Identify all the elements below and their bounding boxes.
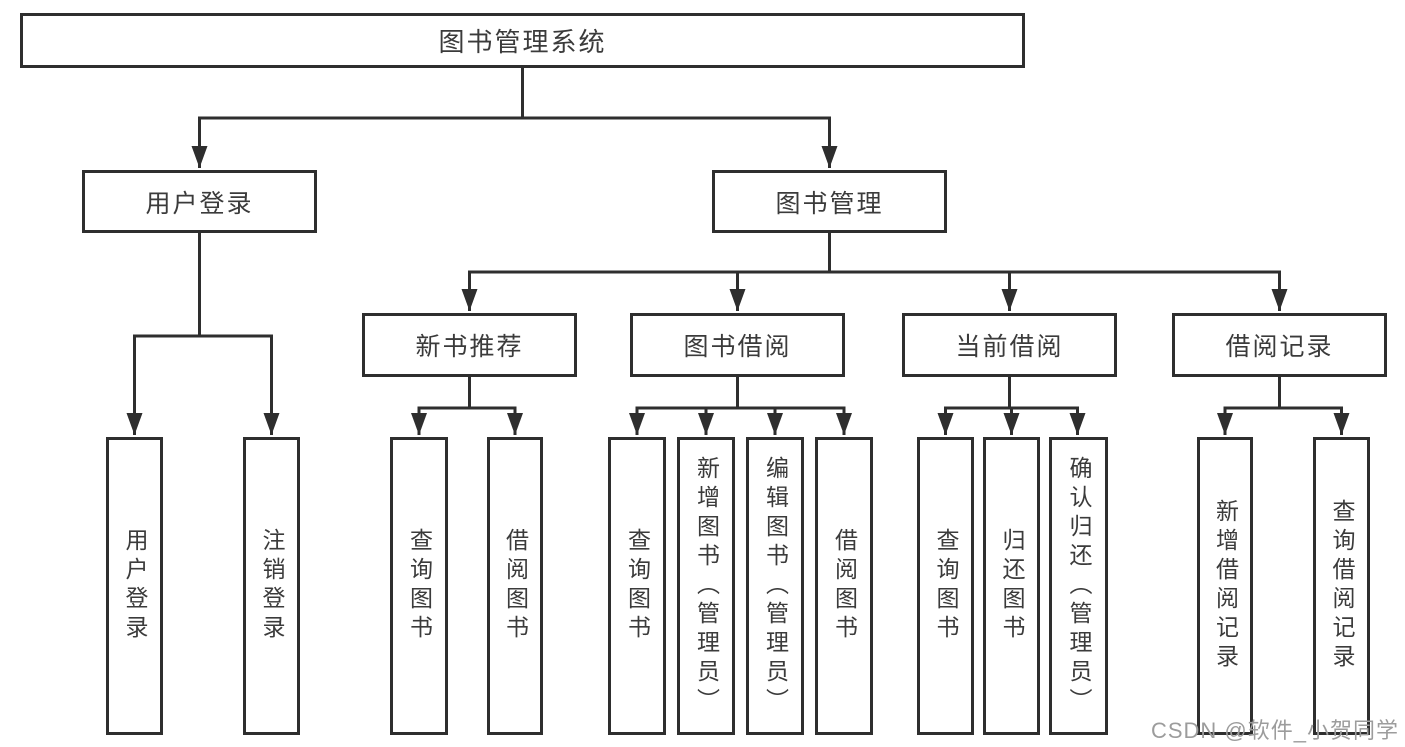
node-label: 查询图书: [624, 528, 651, 644]
node-label: 查询图书: [933, 528, 959, 644]
node-label: 归还图书: [999, 528, 1025, 644]
node-label: 当前借阅: [955, 333, 1064, 361]
leaf-cb-query-book: 查询图书: [917, 437, 974, 735]
node-book-borrow: 图书借阅: [630, 313, 845, 377]
node-label: 用户登录: [122, 528, 148, 644]
leaf-bb-add-book-admin: 新增图书（管理员）: [677, 437, 735, 735]
leaf-nbr-query-book: 查询图书: [390, 437, 448, 735]
node-user-login: 用户登录: [82, 170, 317, 233]
node-label: 图书管理: [775, 189, 884, 218]
node-book-management: 图书管理: [712, 170, 947, 233]
leaf-logout: 注销登录: [243, 437, 300, 735]
node-label: 编辑图书（管理员）: [762, 455, 789, 717]
leaf-bb-edit-book-admin: 编辑图书（管理员）: [746, 437, 804, 735]
node-label: 新书推荐: [415, 333, 524, 361]
node-label: 查询借阅记录: [1329, 499, 1355, 673]
node-label: 新增图书（管理员）: [693, 455, 720, 717]
leaf-cb-return-book: 归还图书: [983, 437, 1040, 735]
node-label: 用户登录: [145, 189, 254, 218]
node-current-borrow: 当前借阅: [902, 313, 1117, 377]
watermark: CSDN @软件_小贺同学: [1150, 718, 1399, 743]
node-root: 图书管理系统: [20, 13, 1025, 68]
node-label: 注销登录: [259, 528, 285, 644]
leaf-br-add-record: 新增借阅记录: [1197, 437, 1253, 735]
node-borrow-records: 借阅记录: [1172, 313, 1387, 377]
leaf-nbr-borrow-book: 借阅图书: [487, 437, 543, 735]
node-new-book-recommend: 新书推荐: [362, 313, 577, 377]
leaf-br-query-record: 查询借阅记录: [1313, 437, 1370, 735]
node-label: 图书借阅: [683, 333, 792, 361]
node-label: 确认归还（管理员）: [1066, 455, 1092, 717]
leaf-bb-borrow-book: 借阅图书: [815, 437, 873, 735]
node-label: 借阅记录: [1225, 333, 1334, 361]
leaf-bb-query-book: 查询图书: [608, 437, 666, 735]
leaf-cb-confirm-return-admin: 确认归还（管理员）: [1049, 437, 1108, 735]
leaf-user-login: 用户登录: [106, 437, 163, 735]
node-label: 新增借阅记录: [1212, 499, 1239, 673]
node-label: 图书管理系统: [438, 27, 607, 57]
node-label: 借阅图书: [831, 528, 858, 644]
node-label: 借阅图书: [502, 528, 529, 644]
node-label: 查询图书: [406, 528, 433, 644]
